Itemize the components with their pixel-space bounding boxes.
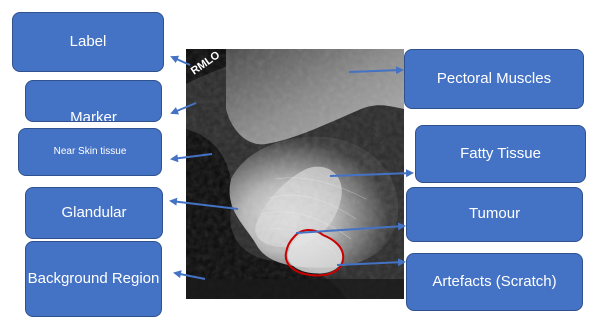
tumour-box-text: Tumour bbox=[469, 204, 520, 224]
glandular-box-text: Glandular bbox=[61, 203, 126, 223]
glandular-box: Glandular bbox=[25, 187, 163, 239]
tumour-box: Tumour bbox=[406, 187, 583, 242]
mammogram-image: RMLO bbox=[186, 49, 404, 299]
fatty-tissue-box-text: Fatty Tissue bbox=[460, 144, 541, 164]
pectoral-muscles-box-text: Pectoral Muscles bbox=[437, 69, 551, 89]
marker-box: Marker bbox=[25, 80, 162, 122]
label-box: Label bbox=[12, 12, 164, 72]
artefacts-box-text: Artefacts (Scratch) bbox=[432, 272, 556, 292]
near-skin-tissue-box-text: Near Skin tissue bbox=[54, 145, 127, 159]
background-region-box-text: Background Region bbox=[28, 269, 160, 289]
artefacts-box: Artefacts (Scratch) bbox=[406, 253, 583, 311]
background-region-box: Background Region bbox=[25, 241, 162, 317]
fatty-tissue-box: Fatty Tissue bbox=[415, 125, 586, 183]
marker-box-text: Marker bbox=[70, 108, 117, 122]
label-box-text: Label bbox=[70, 32, 107, 52]
pectoral-muscles-box: Pectoral Muscles bbox=[404, 49, 584, 109]
near-skin-tissue-box: Near Skin tissue bbox=[18, 128, 162, 176]
